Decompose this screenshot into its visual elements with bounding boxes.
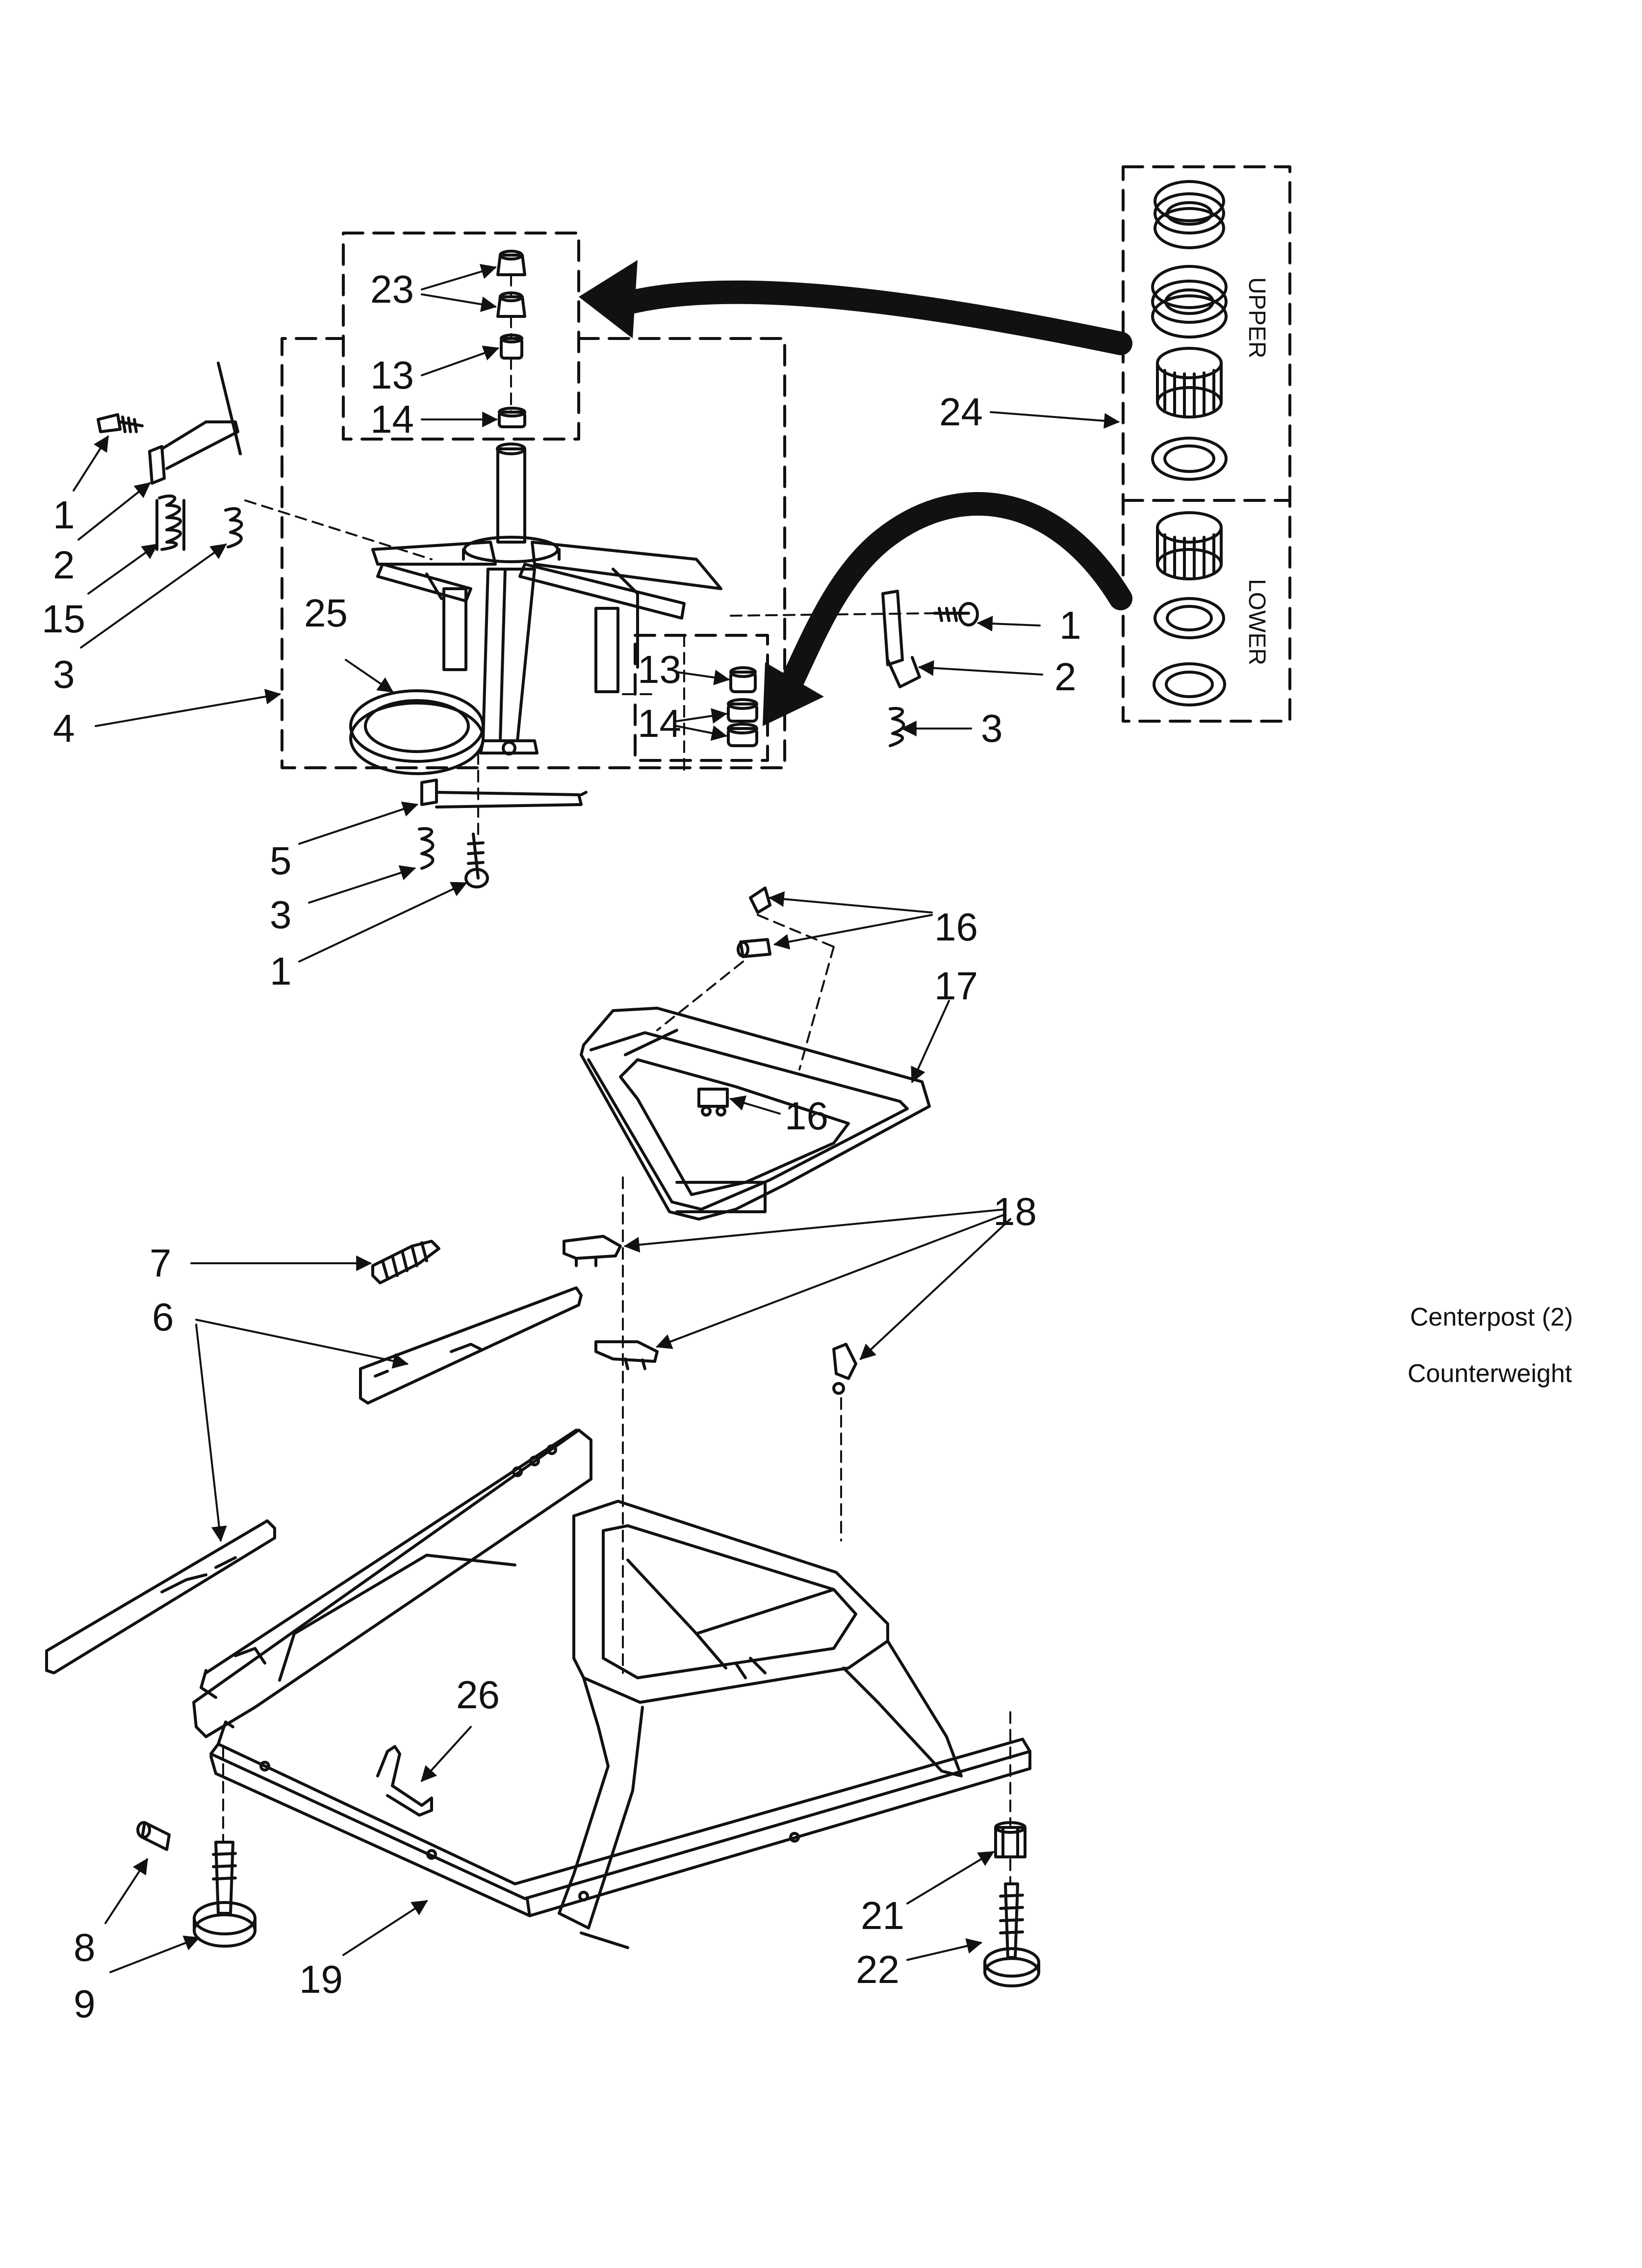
part-18-pad-mid xyxy=(594,1340,659,1370)
callout-18: 18 xyxy=(993,1190,1037,1233)
lower-bearing-1 xyxy=(1154,597,1225,639)
part-16-clip-lower xyxy=(697,1088,729,1117)
legend-centerpost: Centerpost (2) xyxy=(1410,1303,1573,1331)
callout-7: 7 xyxy=(150,1241,172,1285)
upper-lower-kit-box xyxy=(1122,165,1291,723)
kit-label-upper: UPPER xyxy=(1244,277,1270,359)
part-13-bushing-right xyxy=(729,666,757,693)
leader-arrows xyxy=(73,263,1120,1973)
upper-gear xyxy=(1156,347,1223,418)
transmission-kit-box xyxy=(281,337,786,769)
part-9-leveling-foot xyxy=(193,1841,257,1948)
part-1-screw-bottom xyxy=(464,833,489,888)
part-22-leveling-foot xyxy=(983,1882,1040,1987)
part-6-bar-lower xyxy=(45,1519,276,1674)
callout-13-right: 13 xyxy=(638,648,681,691)
upper-kit-arrow xyxy=(579,260,1132,355)
callout-5: 5 xyxy=(270,839,292,883)
part-6-bar-upper xyxy=(359,1286,583,1405)
part-19-base-frame xyxy=(209,1721,1031,1949)
callout-15: 15 xyxy=(42,597,85,641)
callout-25: 25 xyxy=(304,591,348,635)
alignment-lines xyxy=(222,274,1011,1885)
callout-3-right: 3 xyxy=(981,706,1003,750)
part-14-washers-right xyxy=(727,698,758,747)
callout-3-top-left: 3 xyxy=(53,652,75,696)
part-8-leg-insert xyxy=(136,1821,171,1851)
callout-14-right: 14 xyxy=(638,702,681,745)
callout-16-lower: 16 xyxy=(785,1094,828,1138)
part-16-clip-top xyxy=(749,886,771,914)
callout-19: 19 xyxy=(299,1957,343,2001)
part-7-spring xyxy=(371,1240,440,1284)
callout-2-top-left: 2 xyxy=(53,543,75,587)
callout-1-top-left: 1 xyxy=(53,493,75,537)
part-26-hook xyxy=(376,1745,433,1817)
callout-9: 9 xyxy=(74,1982,96,2026)
legend-counterweight: Counterweight xyxy=(1408,1359,1572,1388)
callout-16-top: 16 xyxy=(934,905,978,949)
part-18-pad-right xyxy=(832,1343,857,1395)
callout-2-right: 2 xyxy=(1054,655,1077,699)
kit-label-lower: LOWER xyxy=(1244,579,1270,666)
part-25-seal xyxy=(349,689,485,775)
upper-bearing xyxy=(1151,437,1228,481)
callout-23: 23 xyxy=(370,267,414,311)
lower-kit-arrow xyxy=(763,492,1132,726)
part-3-spring-right xyxy=(889,707,905,747)
part-1-screw-top-left xyxy=(97,413,144,433)
callout-8: 8 xyxy=(74,1926,96,1969)
callout-3-bottom: 3 xyxy=(270,893,292,937)
part-3-spring-bottom xyxy=(418,827,435,870)
callout-14-top: 14 xyxy=(370,397,414,441)
part-15-spring xyxy=(155,494,185,551)
part-17-tub-ring xyxy=(580,1007,931,1221)
part-1-screw-right xyxy=(933,602,979,626)
part-16-clip-mid xyxy=(737,938,771,958)
callout-1-right: 1 xyxy=(1059,603,1081,647)
part-14-washer-top xyxy=(498,407,526,428)
callout-22: 22 xyxy=(856,1948,899,1991)
suspension-tripod xyxy=(558,1500,963,1929)
callout-1-bottom: 1 xyxy=(270,949,292,993)
part-18-pad-top xyxy=(563,1235,622,1267)
base-side-channel xyxy=(192,1429,592,1738)
callout-21: 21 xyxy=(861,1894,904,1937)
callout-4: 4 xyxy=(53,706,75,750)
part-3-spring-top-left xyxy=(224,507,243,548)
callout-17: 17 xyxy=(934,964,978,1008)
transmission-assembly xyxy=(371,443,722,756)
callout-26: 26 xyxy=(456,1673,500,1717)
callout-6: 6 xyxy=(152,1295,174,1339)
upper-seal-2 xyxy=(1151,265,1228,339)
lower-gear xyxy=(1156,511,1223,580)
callout-24: 24 xyxy=(939,390,983,434)
part-21-nut xyxy=(994,1821,1026,1858)
part-5-bracket xyxy=(420,779,588,808)
lower-bearing-2 xyxy=(1153,662,1226,706)
upper-seal-1 xyxy=(1154,180,1225,249)
part-2-bracket-right xyxy=(881,590,921,688)
top-kit-box xyxy=(342,232,580,441)
callout-13-top: 13 xyxy=(370,353,414,397)
part-2-bracket-top-left xyxy=(148,362,242,485)
part-23-bushings xyxy=(496,250,526,318)
